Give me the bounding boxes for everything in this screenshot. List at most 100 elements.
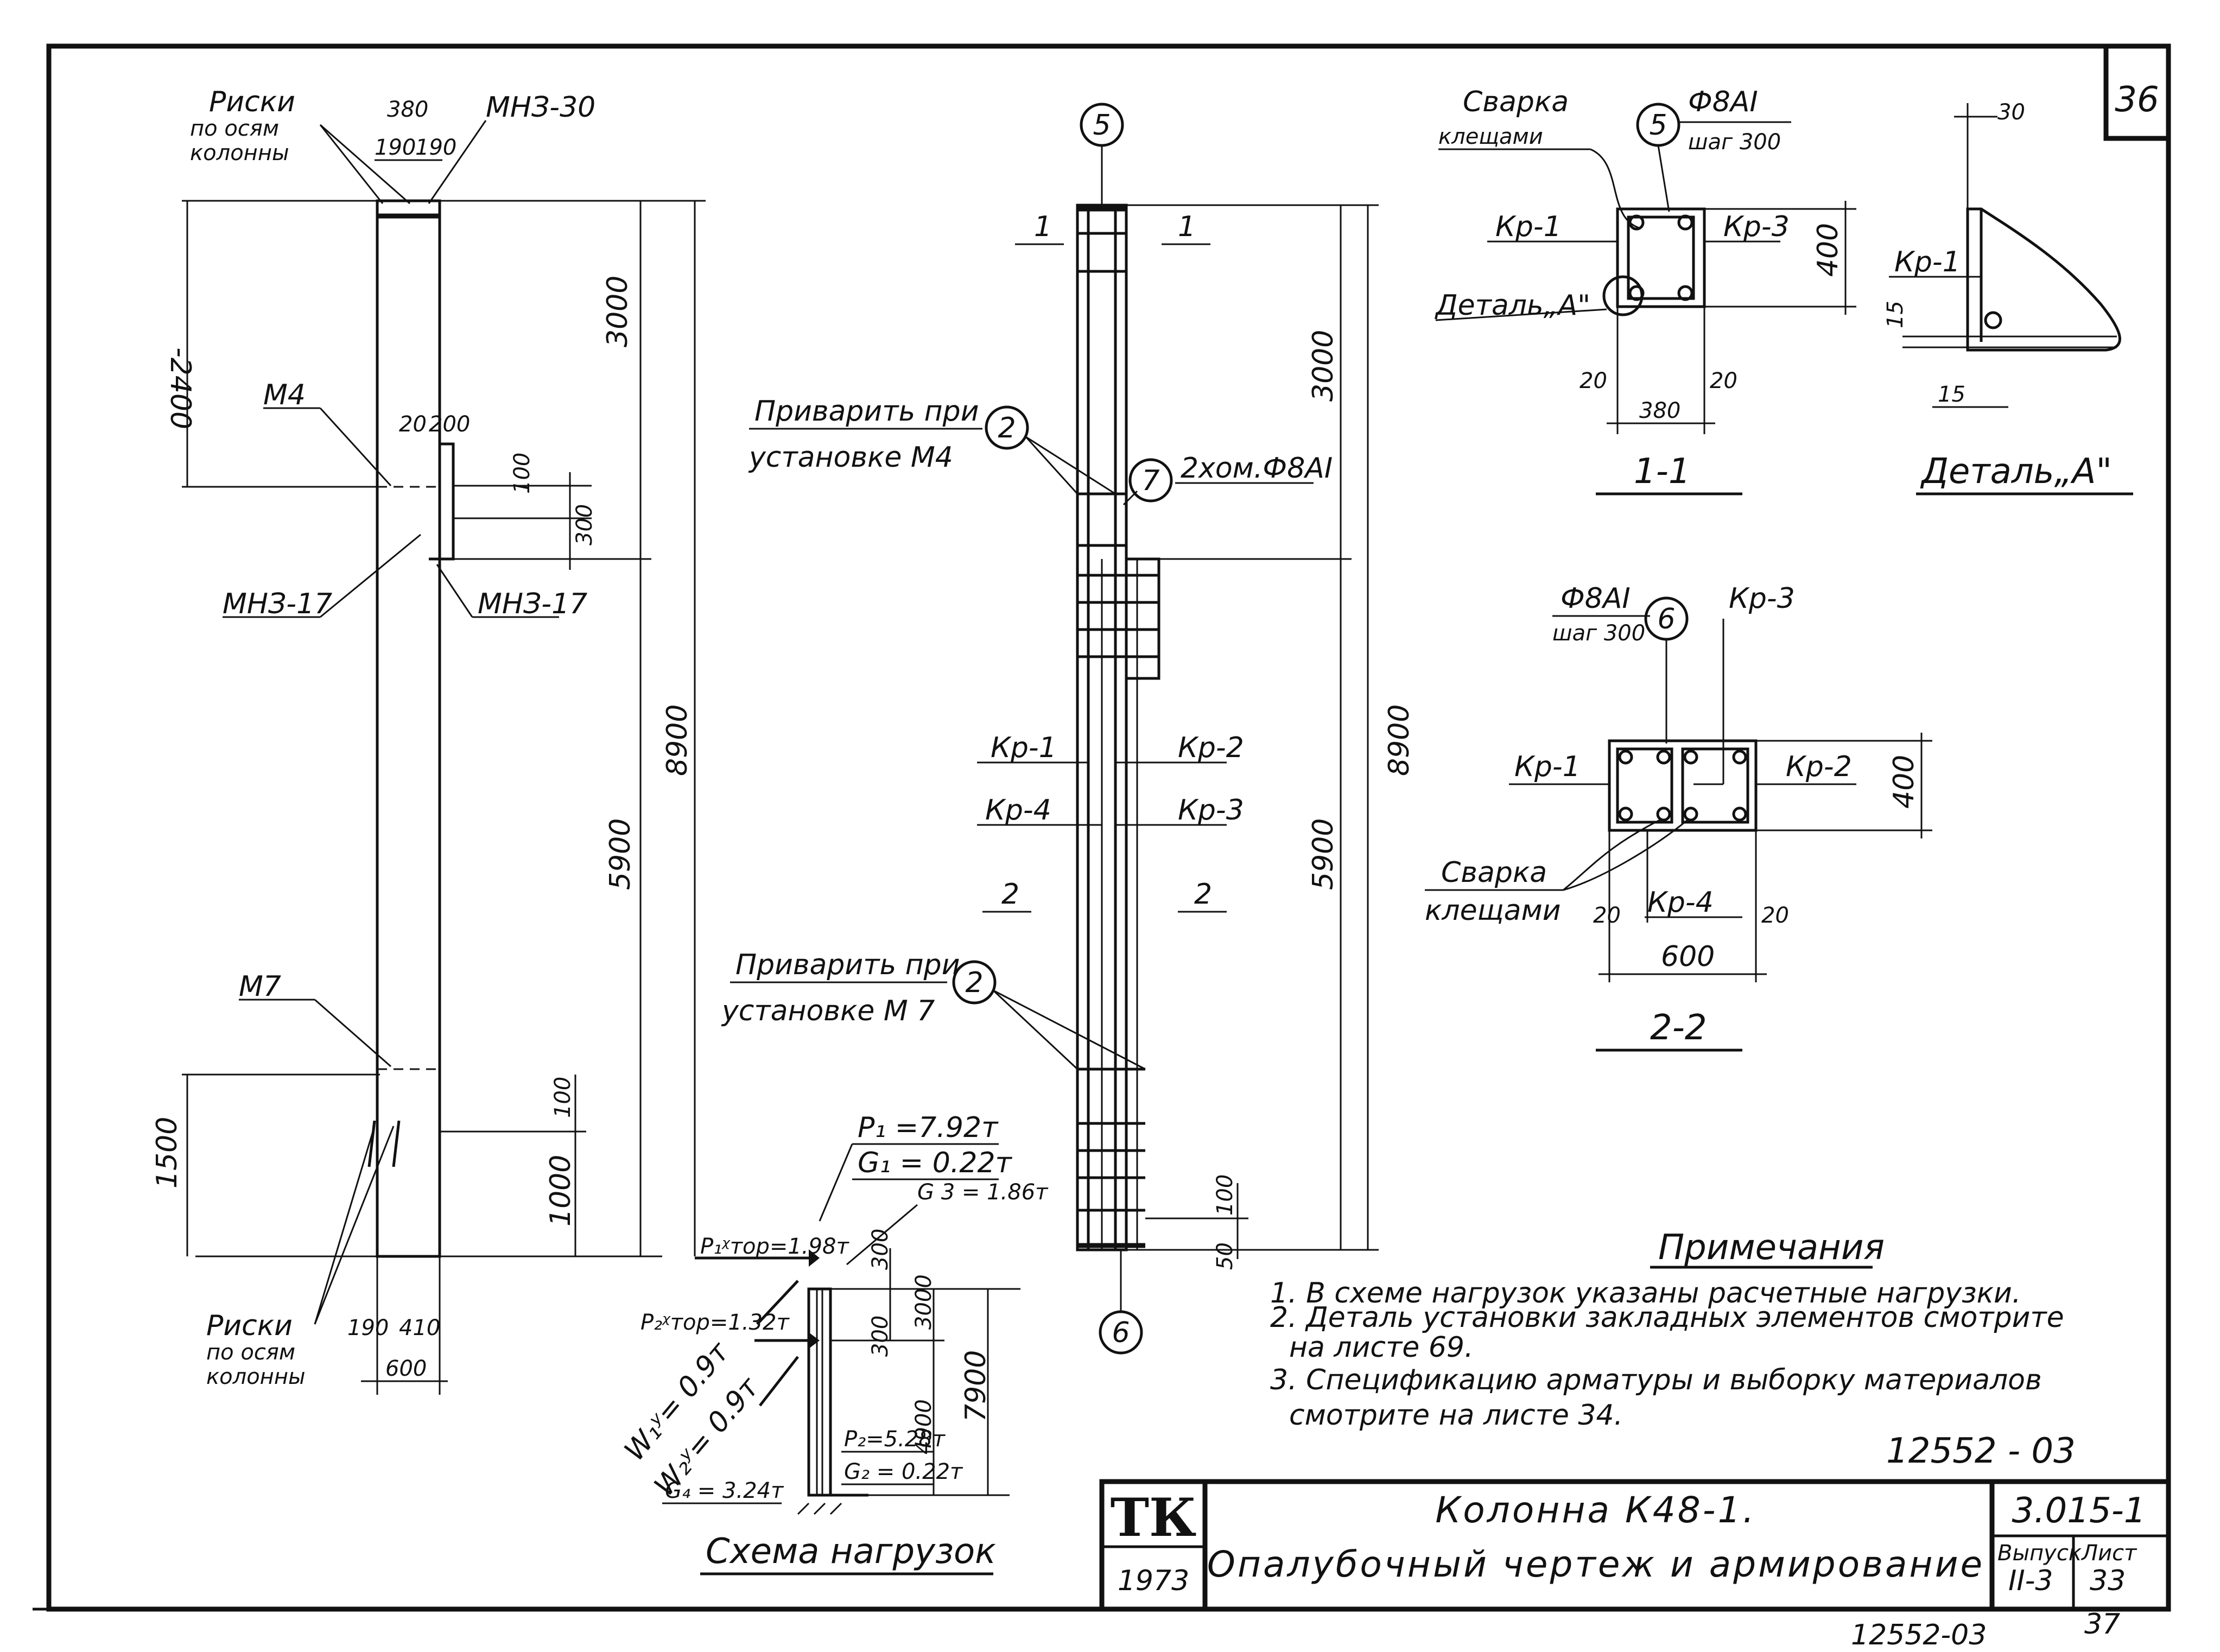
s11-mark-5: 5 xyxy=(1649,109,1667,142)
s11-detail: Деталь„А" xyxy=(1435,289,1590,322)
code-above-stamp: 12552 - 03 xyxy=(1886,1431,2076,1471)
kr1-label: Кр-1 xyxy=(991,732,1057,764)
mark-5: 5 xyxy=(1093,109,1111,142)
load-scheme: P₁ =7.92т G₁ = 0.22т G 3 = 1.86т P₁ᵡтор=… xyxy=(618,1111,1049,1575)
s22-mark-6: 6 xyxy=(1657,603,1675,636)
notes-block: Примечания 1. В схеме нагрузок указаны р… xyxy=(1270,1228,2064,1432)
s11-cage xyxy=(1627,215,1695,300)
stamp-issue: II-3 xyxy=(2008,1565,2053,1597)
mark-6: 6 xyxy=(1112,1317,1130,1349)
detail-dim-30: 30 xyxy=(1997,100,2025,125)
notes-line-1: 1. В схеме нагрузок указаны расчетные на… xyxy=(1270,1277,2021,1310)
detail-dim-15a: 15 xyxy=(1883,301,1908,328)
load-dim-7900: 7900 xyxy=(960,1350,992,1422)
s11-title: 1-1 xyxy=(1634,452,1691,492)
dim-600: 600 xyxy=(385,1356,427,1381)
s22-kr3: Кр-3 xyxy=(1729,582,1795,615)
s11-bar: Ф8АI xyxy=(1688,86,1758,118)
sheet-number: 36 xyxy=(2115,80,2159,120)
s22-dim-600: 600 xyxy=(1661,941,1715,973)
weld-m4-line2: установке М4 xyxy=(748,441,953,474)
s11-weld-line1: Сварка xyxy=(1463,86,1569,118)
stamp-title-line1: Колонна К48-1. xyxy=(1435,1489,1756,1531)
s22-title: 2-2 xyxy=(1650,1008,1707,1048)
dim-100-cage: 100 xyxy=(1213,1174,1238,1216)
detail-kr1: Кр-1 xyxy=(1894,246,1961,278)
stamp-year: 1973 xyxy=(1118,1565,1189,1597)
dim-190-c: 190 xyxy=(347,1316,389,1340)
mark-2-bottom: 2 xyxy=(965,967,983,999)
bracket-outline xyxy=(429,442,455,561)
notes-line-5: смотрите на листе 34. xyxy=(1289,1399,1623,1432)
section-1-right: 1 xyxy=(1178,211,1196,243)
label-mn3-17-left: МНЗ-17 xyxy=(223,588,332,620)
load-p2: P₂=5.28т xyxy=(844,1427,946,1452)
mark-2-top: 2 xyxy=(998,412,1016,444)
s11-dim-20b: 20 xyxy=(1710,368,1737,393)
dim-5900-cage: 5900 xyxy=(1307,818,1340,890)
s11-dim-20a: 20 xyxy=(1580,368,1607,393)
cage-bracket xyxy=(1125,557,1160,680)
s11-dim-400: 400 xyxy=(1812,223,1844,277)
s22-dim-20a: 20 xyxy=(1593,903,1621,928)
detail-title: Деталь„А" xyxy=(1920,452,2112,492)
mark-7: 7 xyxy=(1141,465,1159,497)
load-g4: G₄ = 3.24т xyxy=(665,1478,784,1503)
s11-dim-380: 380 xyxy=(1639,398,1680,423)
s11-kr1: Кр-1 xyxy=(1495,211,1562,243)
notes-line-2: 2. Деталь установки закладных элементов … xyxy=(1270,1301,2064,1334)
reinforcement-elevation: 5 6 1 1 2 2 Приварить при установке М4 2… xyxy=(721,103,1416,1355)
column-elevation: Риски по осям колонны 380 190 190 МНЗ-30… xyxy=(151,86,706,1395)
column-outline xyxy=(376,199,441,1258)
risks-top-line1: Риски xyxy=(209,86,295,118)
s11-kr3: Кр-3 xyxy=(1723,211,1790,243)
load-g2: G₂ = 0.22т xyxy=(844,1459,963,1484)
footer-page: 37 xyxy=(2084,1608,2120,1641)
s11-step: шаг 300 xyxy=(1688,130,1781,155)
s11-weld-line2: клещами xyxy=(1438,124,1543,149)
dim-380-top: 380 xyxy=(387,97,428,122)
notes-line-4: 3. Спецификацию арматуры и выборку матер… xyxy=(1270,1364,2042,1396)
dim-200: 200 xyxy=(429,412,470,437)
dim-3000-cage: 3000 xyxy=(1307,330,1340,402)
s11-outline xyxy=(1616,207,1706,308)
dim-2400: -2400 xyxy=(164,347,196,429)
dim-1500: 1500 xyxy=(151,1117,183,1189)
s22-cage-left xyxy=(1616,747,1673,824)
s22-bar: Ф8АI xyxy=(1561,582,1631,615)
section-2-2: Ф8АI шаг 300 6 Кр-3 Кр-1 Кр-2 400 Сварка… xyxy=(1425,582,1932,1052)
load-dim-3000: 3000 xyxy=(911,1274,936,1330)
label-m7: М7 xyxy=(239,970,281,1003)
s22-cage-right xyxy=(1681,747,1749,824)
load-p1: P₁ =7.92т xyxy=(858,1111,999,1144)
risks-top-line3: колонны xyxy=(190,141,289,166)
s22-weld-line2: клещами xyxy=(1425,894,1561,927)
risks-bottom-line2: по осям xyxy=(206,1340,295,1365)
load-dim-300b: 300 xyxy=(868,1316,893,1357)
s22-outline xyxy=(1608,739,1758,832)
label-mn3-17-right: МНЗ-17 xyxy=(478,588,587,620)
kr4-label: Кр-4 xyxy=(985,794,1051,827)
dim-410: 410 xyxy=(399,1316,440,1340)
mark-mn3-30: МНЗ-30 xyxy=(486,91,595,124)
dim-8900: 8900 xyxy=(661,704,694,776)
stamp-issue-label: Выпуск xyxy=(1997,1541,2082,1566)
risks-bottom-line3: колонны xyxy=(206,1364,306,1389)
dim-190-a: 190 xyxy=(375,135,416,160)
footer-code: 12552-03 xyxy=(1851,1619,1987,1651)
load-g1: G₁ = 0.22т xyxy=(858,1147,1013,1179)
load-dim-4900: 4900 xyxy=(911,1399,936,1454)
load-column xyxy=(807,1287,832,1497)
dim-190-b: 190 xyxy=(415,135,456,160)
dim-20: 20 xyxy=(399,412,427,437)
s22-kr4: Кр-4 xyxy=(1647,886,1714,919)
stamp-series: 3.015-1 xyxy=(2012,1491,2146,1531)
kr3-label: Кр-3 xyxy=(1178,794,1244,827)
kr2-label: Кр-2 xyxy=(1178,732,1244,764)
detail-a: 30 Кр-1 15 15 Деталь„А" xyxy=(1883,100,2133,495)
notes-title: Примечания xyxy=(1658,1228,1885,1268)
label-m4: М4 xyxy=(263,379,306,411)
load-scheme-title: Схема нагрузок xyxy=(706,1532,996,1572)
dim-100: 100 xyxy=(510,453,535,494)
